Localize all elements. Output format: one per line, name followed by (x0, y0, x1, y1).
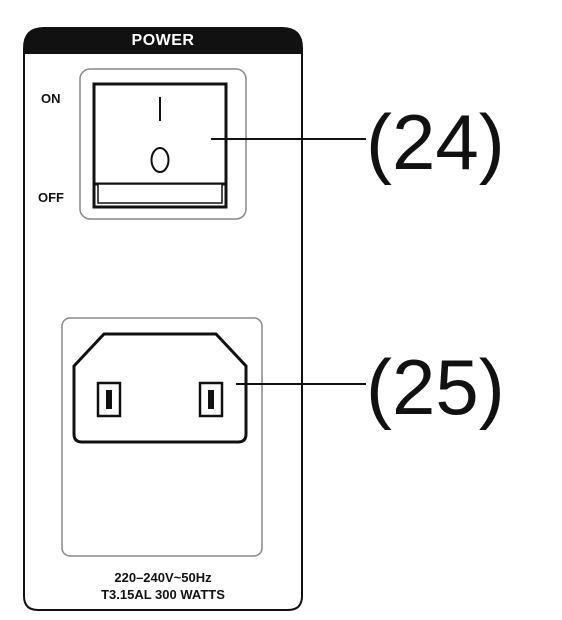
panel-title: POWER (131, 32, 195, 49)
callout-25: (25) (366, 343, 505, 431)
panel-header-bar (24, 28, 302, 54)
rating-fuse: T3.15AL 300 WATTS (101, 587, 225, 602)
off-symbol-icon (150, 147, 170, 173)
rating-voltage: 220–240V~50Hz (114, 570, 212, 585)
callout-24: (24) (366, 98, 505, 186)
switch-off-label: OFF (38, 190, 64, 205)
switch-on-label: ON (41, 91, 61, 106)
